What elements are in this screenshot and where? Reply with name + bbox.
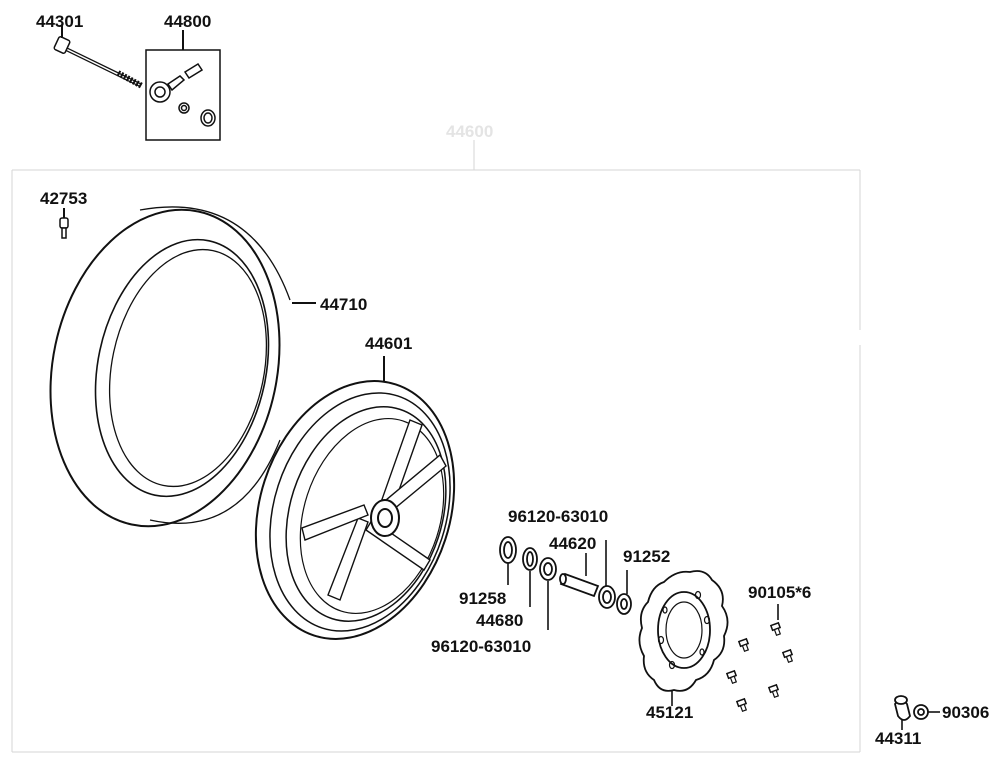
label-collar: 44620 <box>549 534 597 553</box>
axle-44301 <box>53 25 144 89</box>
bearing-left <box>539 557 557 581</box>
label-bearing-top: 96120-63010 <box>508 507 609 526</box>
bearing-right <box>598 585 616 609</box>
tire-44710 <box>49 206 316 528</box>
label-valve: 42753 <box>40 189 88 208</box>
label-bearing-bottom: 96120-63010 <box>431 637 532 656</box>
hub-parts <box>499 536 632 630</box>
label-spacer: 44680 <box>476 611 524 630</box>
axle-nut-parts <box>894 695 940 730</box>
seal-91252 <box>616 593 632 615</box>
rim-44601 <box>254 356 456 640</box>
label-speedo-kit: 44800 <box>164 12 212 31</box>
label-brake-disc: 45121 <box>646 703 694 722</box>
spacer-44680 <box>522 547 538 571</box>
speedo-kit-44800 <box>145 30 221 141</box>
label-wheel-assembly: 44600 <box>446 122 494 141</box>
label-axle: 44301 <box>36 12 84 31</box>
label-disc-bolts: 90105*6 <box>748 583 812 602</box>
seal-91258 <box>499 536 517 564</box>
assembly-frame <box>11 140 861 753</box>
label-axle-nut: 90306 <box>942 703 990 722</box>
label-tire: 44710 <box>320 295 368 314</box>
disc-bolts-90105 <box>726 604 795 713</box>
label-rim: 44601 <box>365 334 413 353</box>
label-nut-collar: 44311 <box>875 729 922 748</box>
valve-42753 <box>59 208 69 239</box>
label-seal-left: 91258 <box>459 589 507 608</box>
brake-disc-45121 <box>638 570 729 706</box>
label-seal-right: 91252 <box>623 547 671 566</box>
